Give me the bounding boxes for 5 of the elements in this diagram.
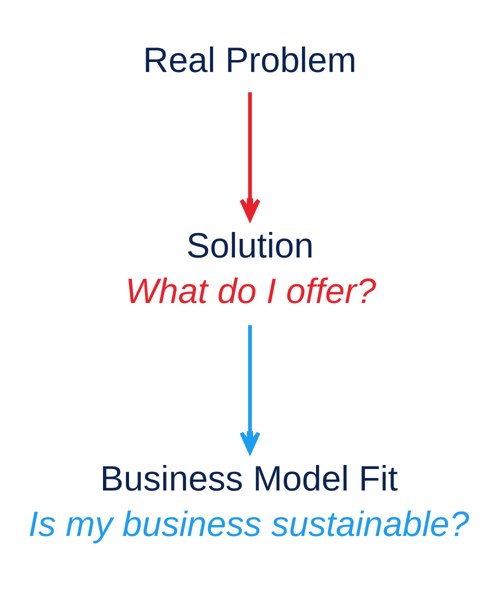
arrow [240,324,260,454]
node-text: Real Problem [143,40,356,80]
node-text: Solution What do I offer? [125,226,376,310]
node-text: Business Model Fit Is my business sustainable? [28,458,470,544]
arrow [240,92,260,220]
